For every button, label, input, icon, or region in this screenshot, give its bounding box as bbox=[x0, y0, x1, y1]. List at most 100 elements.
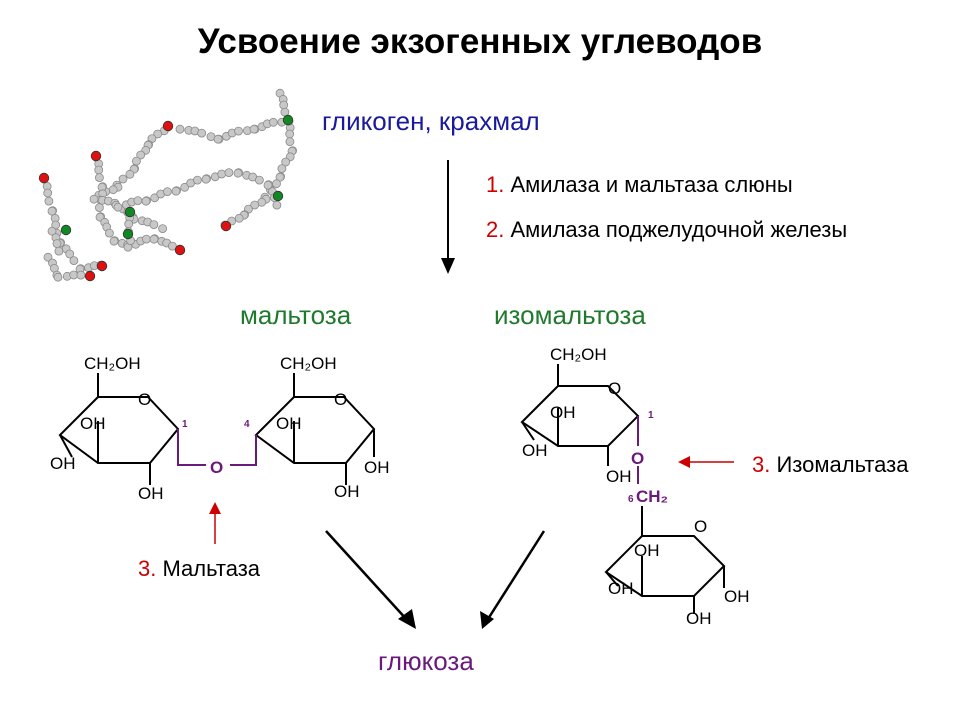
glucose-bead bbox=[118, 174, 128, 184]
glucose-bead bbox=[133, 196, 143, 205]
glucose-bead bbox=[192, 175, 202, 185]
glucose-bead bbox=[141, 196, 151, 206]
isomaltose-carbon-6-label: 6 bbox=[628, 494, 634, 505]
chain-end-bead bbox=[90, 150, 102, 162]
glucose-bead bbox=[94, 165, 104, 175]
glucose-bead bbox=[65, 249, 75, 259]
glucose-bead bbox=[213, 134, 223, 144]
isomaltose-carbon-1-label: 1 bbox=[648, 410, 654, 421]
maltose-right-oh-c3: OH bbox=[276, 414, 302, 433]
step-2: 2. Амилаза поджелудочной железы bbox=[486, 217, 847, 243]
isomaltose-lower-oh-c2: OH bbox=[686, 609, 712, 628]
page-title: Усвоение экзогенных углеводов bbox=[197, 22, 763, 61]
glucose-bead bbox=[277, 164, 287, 173]
isomaltose-upper-oh-c3: OH bbox=[550, 403, 576, 422]
glucose-bead bbox=[158, 224, 168, 234]
maltose-right-oh-c2: OH bbox=[334, 482, 360, 501]
glucose-bead bbox=[142, 234, 151, 244]
glucose-bead bbox=[171, 186, 181, 196]
chain-end-bead bbox=[162, 120, 174, 132]
step-1-number: 1. bbox=[486, 172, 505, 197]
isomaltose-lower-ring-oxygen: O bbox=[694, 517, 707, 536]
isomaltose-ch2-group: CH₂ bbox=[636, 487, 668, 506]
branch-point-bead bbox=[124, 206, 136, 218]
isomaltase-enzyme: 3. Изомальтаза bbox=[752, 452, 908, 478]
glucose-bead bbox=[95, 173, 104, 182]
glucose-bead bbox=[167, 241, 177, 251]
isomaltase-number: 3. bbox=[752, 452, 771, 477]
branch-point-bead bbox=[122, 228, 134, 240]
glucose-bead bbox=[250, 200, 260, 210]
glucose-bead bbox=[89, 194, 99, 204]
glucose-bead bbox=[254, 175, 264, 185]
glucose-bead bbox=[175, 124, 185, 134]
glucose-bead bbox=[201, 174, 211, 184]
step-2-number: 2. bbox=[486, 217, 505, 242]
maltase-number: 3. bbox=[138, 556, 157, 581]
product-label: глюкоза bbox=[378, 646, 474, 676]
glucose-bead bbox=[109, 236, 119, 246]
glucose-bead bbox=[113, 202, 123, 212]
glucose-bead bbox=[268, 117, 278, 127]
isomaltose-glycosidic-oxygen: O bbox=[631, 449, 644, 468]
step-1: 1. Амилаза и мальтаза слюны bbox=[486, 172, 793, 198]
maltose-right-ch2oh: CH₂OH bbox=[280, 354, 337, 373]
maltose-left-ch2oh: CH₂OH bbox=[84, 354, 141, 373]
maltose-left-oh-c2: OH bbox=[138, 484, 164, 503]
chain-end-bead bbox=[174, 244, 186, 256]
glucose-bead bbox=[105, 228, 114, 238]
glucose-bead bbox=[43, 252, 53, 262]
chain-end-bead bbox=[220, 220, 232, 232]
glucose-bead bbox=[95, 203, 104, 212]
chain-end-bead bbox=[84, 270, 96, 282]
maltose-to-glucose-arrow bbox=[325, 530, 409, 622]
glucose-bead bbox=[52, 239, 62, 249]
isomaltose-upper-oh-c2: OH bbox=[606, 467, 632, 486]
isomaltose-lower-oh-c1: OH bbox=[724, 587, 750, 606]
maltose-structure: CH₂OH O OH OH OH CH₂OH O OH OH OH O 1 4 bbox=[50, 354, 390, 503]
glucose-bead bbox=[108, 185, 118, 195]
isomaltose-to-glucose-arrow bbox=[486, 530, 546, 620]
branch-point-bead bbox=[282, 114, 294, 126]
glucose-bead bbox=[149, 234, 159, 244]
glucose-bead bbox=[162, 187, 172, 196]
maltase-arrow bbox=[209, 502, 221, 544]
chain-end-bead bbox=[96, 260, 108, 272]
glucose-bead bbox=[69, 256, 79, 266]
step-2-text: Амилаза поджелудочной железы bbox=[510, 217, 848, 242]
glucose-bead bbox=[54, 246, 64, 256]
isomaltose-upper-oh-c4: OH bbox=[522, 441, 548, 460]
digestion-arrow bbox=[441, 160, 455, 274]
glucose-bead bbox=[149, 220, 159, 230]
maltose-glycosidic-oxygen: O bbox=[210, 458, 223, 477]
glucose-bead bbox=[217, 169, 227, 179]
step-1-text: Амилаза и мальтаза слюны bbox=[510, 172, 793, 197]
isomaltose-structure: CH₂OH O OH OH OH O OH OH OH OH 1 O 6 CH₂ bbox=[520, 345, 750, 628]
glucose-bead bbox=[136, 150, 146, 160]
isomaltose-upper-ring-oxygen: O bbox=[608, 379, 621, 398]
maltose-carbon-4-label: 4 bbox=[244, 419, 250, 430]
branch-point-bead bbox=[272, 190, 284, 202]
maltase-enzyme: 3. Мальтаза bbox=[138, 556, 260, 582]
glucose-bead bbox=[281, 157, 291, 167]
isomaltose-upper-ch2oh: CH₂OH bbox=[550, 345, 607, 364]
glucose-bead bbox=[53, 272, 63, 282]
isomaltose-lower-oh-c4: OH bbox=[608, 579, 634, 598]
glucose-bead bbox=[224, 168, 234, 177]
glucose-bead bbox=[47, 226, 57, 236]
glucose-bead bbox=[234, 213, 244, 223]
glucose-bead bbox=[132, 156, 141, 166]
glucose-bead bbox=[43, 188, 53, 198]
hydrolysis-arrows bbox=[325, 530, 546, 629]
maltose-left-ring-oxygen: O bbox=[138, 390, 151, 409]
maltose-carbon-1-label: 1 bbox=[182, 419, 188, 430]
glucose-bead bbox=[180, 182, 190, 192]
maltose-left-oh-c4: OH bbox=[50, 454, 76, 473]
glycogen-chain-illustration bbox=[38, 88, 298, 282]
isomaltose-label: изомальтоза bbox=[494, 300, 646, 330]
maltase-text: Мальтаза bbox=[162, 556, 261, 581]
glucose-bead bbox=[279, 100, 289, 110]
glucose-bead bbox=[44, 196, 54, 206]
glucose-bead bbox=[272, 200, 282, 210]
maltose-right-ring-oxygen: O bbox=[334, 390, 347, 409]
